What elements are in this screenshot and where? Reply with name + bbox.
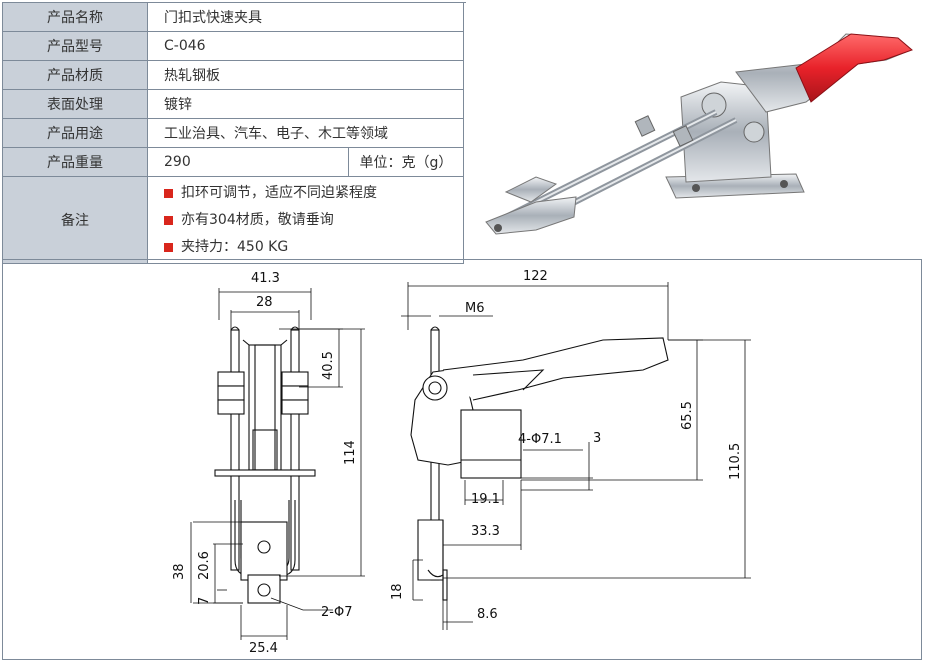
product-photo [466, 2, 922, 259]
dim-inner-width: 28 [256, 295, 273, 310]
dim-top: 40.5 [321, 351, 336, 380]
dimension-labels: 41.3 28 40.5 114 38 20.6 7 25.4 2-Φ7 122… [172, 269, 743, 656]
dim-lower: 20.6 [197, 551, 212, 580]
spec-key: 产品用途 [2, 118, 148, 148]
spec-row-weight: 产品重量 290 单位：克（g） [2, 147, 464, 177]
spec-key: 产品重量 [2, 147, 148, 177]
spec-value: C-046 [147, 31, 464, 61]
note-item: 亦有304材质，敬请垂询 [164, 207, 463, 234]
note-text: 亦有304材质，敬请垂询 [181, 211, 334, 228]
notes-list: 扣环可调节，适应不同迫紧程度 亦有304材质，敬请垂询 夹持力：450 KG [164, 180, 463, 261]
spec-value: 门扣式快速夹具 [147, 2, 464, 32]
weight-value: 290 [147, 147, 349, 177]
dim-offset: 3 [593, 431, 601, 446]
note-text: 夹持力：450 KG [181, 238, 289, 255]
spec-key: 备注 [2, 176, 148, 264]
dim-small: 7 [197, 597, 212, 605]
spec-row: 产品用途 工业治具、汽车、电子、木工等领域 [2, 118, 464, 148]
bullet-icon [164, 188, 173, 198]
dim-bottom: 38 [172, 563, 187, 580]
divider [2, 259, 922, 260]
dim-hole-spacing: 19.1 [471, 492, 500, 507]
spec-value: 热轧钢板 [147, 60, 464, 90]
spec-row-notes: 备注 扣环可调节，适应不同迫紧程度 亦有304材质，敬请垂询 夹持力：450 K… [2, 176, 464, 264]
spec-row: 产品型号 C-046 [2, 31, 464, 61]
dim-base: 33.3 [471, 524, 500, 539]
dim-length: 122 [523, 269, 548, 284]
spec-row: 产品材质 热轧钢板 [2, 60, 464, 90]
note-text: 扣环可调节，适应不同迫紧程度 [181, 184, 377, 201]
weight-unit: 单位：克（g） [348, 147, 464, 177]
spec-row: 产品名称 门扣式快速夹具 [2, 2, 464, 32]
dim-side-holes: 4-Φ7.1 [518, 432, 562, 447]
dim-thread: M6 [465, 301, 485, 316]
side-view [410, 326, 669, 601]
spec-key: 产品型号 [2, 31, 148, 61]
spec-value: 镀锌 [147, 89, 464, 119]
dim-plate-height: 18 [390, 583, 405, 600]
front-view [214, 326, 316, 604]
dim-mount-height: 65.5 [680, 401, 695, 430]
dim-total-width: 41.3 [251, 271, 280, 286]
dim-height: 114 [343, 440, 358, 465]
bullet-icon [164, 242, 173, 252]
spec-table: 产品名称 门扣式快速夹具 产品型号 C-046 产品材质 热轧钢板 表面处理 镀… [2, 2, 464, 264]
spec-value: 工业治具、汽车、电子、木工等领域 [147, 118, 464, 148]
dim-front-holes: 2-Φ7 [321, 605, 352, 620]
dim-plate-width: 8.6 [477, 607, 498, 622]
spec-row: 表面处理 镀锌 [2, 89, 464, 119]
spec-key: 表面处理 [2, 89, 148, 119]
note-item: 夹持力：450 KG [164, 234, 463, 261]
spec-key: 产品材质 [2, 60, 148, 90]
note-item: 扣环可调节，适应不同迫紧程度 [164, 180, 463, 207]
dim-total-height: 110.5 [728, 443, 743, 480]
latch-clamp-photo-icon [485, 33, 913, 235]
spec-key: 产品名称 [2, 2, 148, 32]
bullet-icon [164, 215, 173, 225]
technical-drawing: 41.3 28 40.5 114 38 20.6 7 25.4 2-Φ7 122… [172, 269, 751, 656]
dim-base-width: 25.4 [249, 641, 278, 656]
notes-cell: 扣环可调节，适应不同迫紧程度 亦有304材质，敬请垂询 夹持力：450 KG [147, 176, 464, 264]
